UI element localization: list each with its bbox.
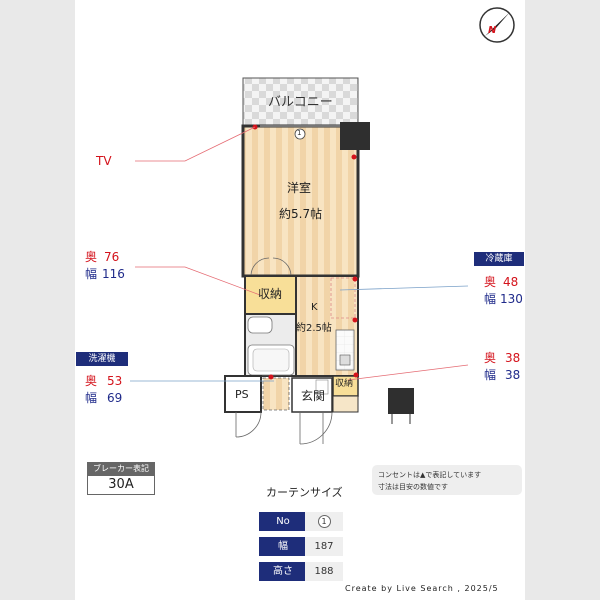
entry-storage-width-value: 38 (505, 368, 521, 382)
fridge-space (330, 277, 356, 319)
kitchen-label: K (311, 302, 318, 313)
washer-depth-label: 奥 (85, 374, 98, 388)
washer-width-value: 69 (107, 391, 123, 405)
kitchen-size: 約2.5帖 (296, 323, 332, 334)
window-number: 1 (297, 129, 302, 137)
pillar (340, 122, 370, 150)
washer-width-label: 幅 (85, 391, 98, 405)
compass-icon (479, 7, 515, 43)
curtain-label-no: No (259, 512, 307, 531)
storage-depth-label: 奥 (85, 250, 98, 264)
curtain-value-width: 187 (305, 537, 343, 556)
compass-letter: N (488, 25, 497, 36)
balcony-area (242, 77, 359, 127)
sink (247, 316, 273, 334)
curtain-number-circle: 1 (317, 514, 331, 528)
fridge-depth-value: 48 (503, 275, 519, 289)
credit-text: Create by Live Search , 2025/5 (345, 584, 499, 593)
ps-label: PS (235, 388, 249, 401)
ps-box (224, 375, 262, 413)
storage-width-value: 116 (102, 267, 125, 281)
storage-label: 収納 (258, 287, 283, 301)
note-line-2: 寸法は目安の数値です (378, 483, 448, 491)
fridge-depth-label: 奥 (484, 275, 497, 289)
fridge-leader (339, 285, 469, 291)
curtain-label-width: 幅 (259, 537, 307, 556)
entry-storage-depth-value: 38 (505, 351, 521, 365)
note-line-1: コンセントは▲で表記しています (378, 471, 482, 479)
entry-storage-leader (347, 364, 469, 381)
outlet-marker (353, 372, 359, 378)
washer-space (262, 377, 290, 411)
entrance-label: 玄関 (301, 389, 326, 403)
storage-depth-value: 76 (104, 250, 120, 264)
kitchen-floor (295, 275, 359, 377)
storage-leader (135, 266, 261, 296)
balcony-label: バルコニー (268, 95, 333, 110)
storage-width-label: 幅 (85, 267, 98, 281)
western-room-label: 洋室 (287, 181, 312, 195)
breaker-label: ブレーカー表記 (87, 462, 155, 475)
outlet-marker (351, 154, 357, 160)
outdoor-unit (388, 388, 414, 414)
tv-leader (135, 126, 256, 162)
entry-storage-width-label: 幅 (484, 368, 497, 382)
entry-storage-label: 収納 (335, 379, 354, 389)
outlet-marker (352, 317, 358, 323)
outlet-marker (352, 276, 358, 282)
breaker-value: 30A (87, 475, 155, 495)
note-box: コンセントは▲で表記しています 寸法は目安の数値です (372, 465, 522, 495)
curtain-value-height: 188 (305, 562, 343, 581)
fridge-width-label: 幅 (484, 292, 497, 306)
fridge-width-value: 130 (500, 292, 523, 306)
outlet-marker (268, 374, 274, 380)
fridge-tag: 冷蔵庫 (474, 252, 524, 266)
window-marker (294, 128, 306, 140)
washer-depth-value: 53 (107, 374, 123, 388)
curtain-label-height: 高さ (259, 562, 307, 581)
tv-label: TV (96, 154, 112, 168)
entry-storage-depth-label: 奥 (484, 351, 497, 365)
curtain-value-no: 1 (305, 512, 343, 531)
curtain-title: カーテンサイズ (266, 486, 343, 499)
western-room-size: 約5.7帖 (279, 207, 323, 221)
washer-tag: 洗濯機 (76, 352, 128, 366)
